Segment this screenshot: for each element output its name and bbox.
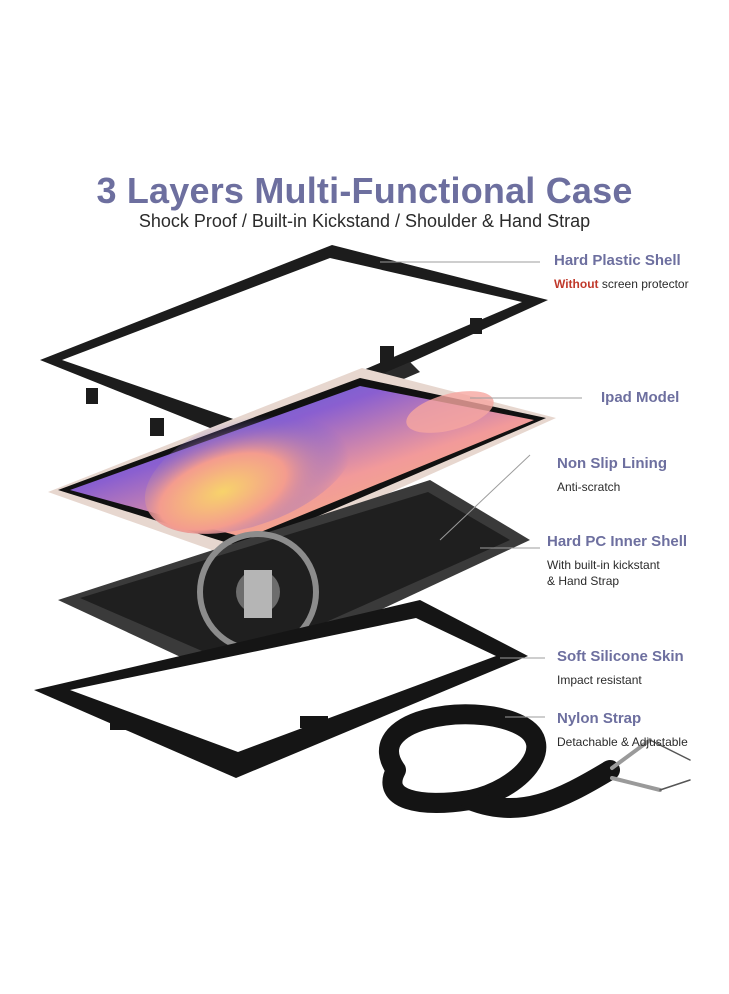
warning-text: Without: [554, 277, 599, 291]
hard-pc-inner-shell: [58, 480, 530, 680]
callout-ipad-model: Ipad Model: [601, 389, 680, 406]
callout-nylon-strap-desc: Detachable & Adjustable: [557, 735, 688, 749]
callout-lines: [380, 261, 582, 718]
callout-non-slip-lining: Non Slip Lining: [557, 455, 667, 472]
callout-soft-silicone-skin-desc: Impact resistant: [557, 673, 642, 687]
nylon-strap: [379, 704, 691, 818]
callout-hard-plastic-shell-desc: Without screen protector: [554, 277, 689, 291]
callout-hard-pc-inner-shell: Hard PC Inner Shell: [547, 533, 688, 550]
callout-nylon-strap: Nylon Strap: [557, 710, 642, 727]
soft-silicone-skin: [34, 600, 528, 778]
page-subtitle: Shock Proof / Built-in Kickstand / Shoul…: [138, 211, 591, 231]
page-title: 3 Layers Multi-Functional Case: [96, 170, 633, 211]
callout-soft-silicone-skin: Soft Silicone Skin: [557, 648, 684, 665]
tablet-device: [48, 368, 556, 560]
callout-hard-pc-inner-shell-desc-1: With built-in kickstant: [547, 558, 660, 572]
callout-hard-plastic-shell: Hard Plastic Shell: [554, 252, 681, 269]
callout-non-slip-lining-desc: Anti-scratch: [557, 480, 621, 494]
callout-hard-pc-inner-shell-desc-2: & Hand Strap: [547, 574, 620, 588]
